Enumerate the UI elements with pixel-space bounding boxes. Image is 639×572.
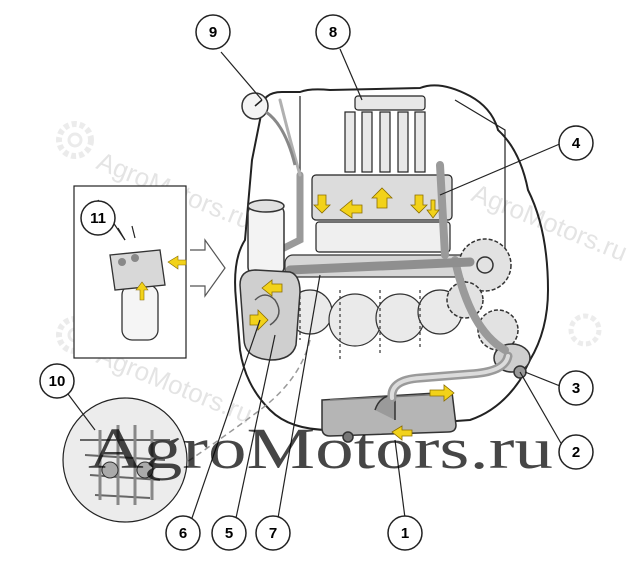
oil-filter: [239, 199, 301, 361]
oil-flow-arrows: [249, 187, 455, 441]
callout-4: 4: [558, 125, 594, 161]
callout-10: 10: [39, 363, 75, 399]
callout-6: 6: [165, 515, 201, 551]
gear-logo-right: [568, 313, 602, 347]
callout-1: 1: [387, 515, 423, 551]
callout-10-label: 10: [49, 373, 66, 390]
callout-2: 2: [558, 434, 594, 470]
watermark-main: AgroMotors.ru: [88, 416, 553, 481]
cylinder-head: [311, 95, 453, 253]
callout-11: 11: [80, 200, 116, 236]
callout-7-label: 7: [269, 525, 277, 542]
callout-4-label: 4: [572, 135, 581, 152]
callout-3-label: 3: [572, 380, 580, 397]
callout-2-label: 2: [572, 444, 580, 461]
callout-7: 7: [255, 515, 291, 551]
callout-11-label: 11: [90, 210, 106, 227]
callout-9-label: 9: [209, 24, 217, 41]
callout-8: 8: [315, 14, 351, 50]
callout-5-label: 5: [225, 525, 233, 542]
callout-8-label: 8: [329, 24, 337, 41]
callout-5: 5: [211, 515, 247, 551]
callout-1-label: 1: [401, 525, 409, 542]
callout-3: 3: [558, 370, 594, 406]
gear-logo-top: [56, 121, 94, 159]
suction-dashed-line: [174, 339, 311, 471]
callout-9: 9: [195, 14, 231, 50]
callout-6-label: 6: [179, 525, 187, 542]
